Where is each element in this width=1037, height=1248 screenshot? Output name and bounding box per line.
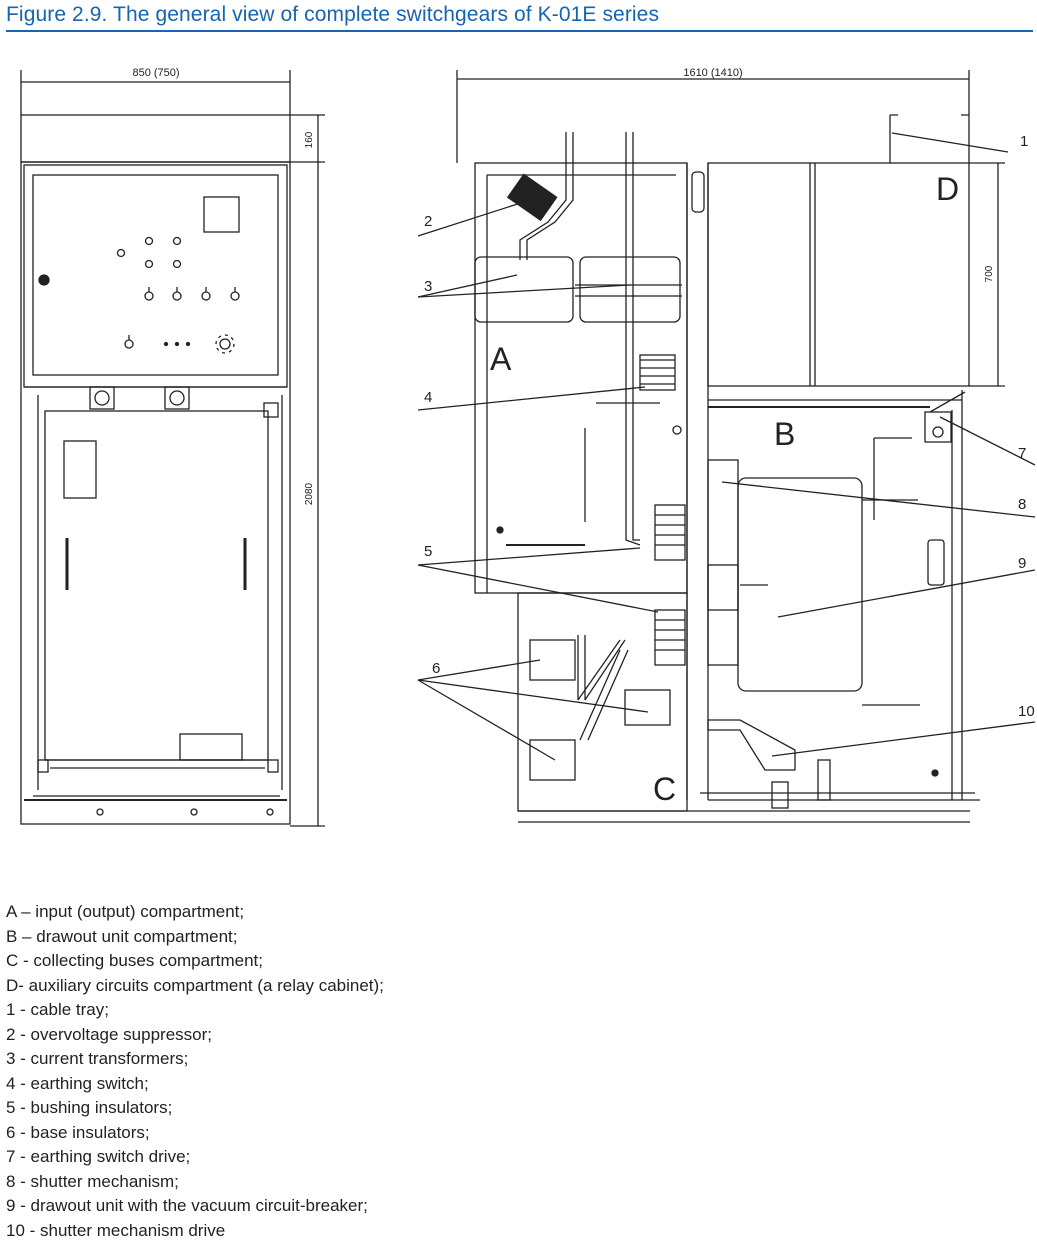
legend-item: 2 - overvoltage suppressor; [6, 1024, 212, 1044]
legend-item: 3 - current transformers; [6, 1049, 189, 1068]
front-height-dimension: 2080 [304, 482, 315, 505]
compartment-a-label: A [490, 341, 512, 377]
legend-item: 6 - base insulators; [6, 1122, 150, 1142]
compartment-c-label: C [653, 771, 676, 807]
callout-5: 5 [424, 543, 432, 560]
legend-item: 1 - cable tray; [6, 1000, 109, 1019]
side-view [417, 70, 1036, 823]
callout-9: 9 [1018, 555, 1026, 572]
front-top-dimension: 160 [304, 131, 315, 148]
legend-item: 8 - shutter mechanism; [6, 1171, 179, 1191]
compartment-d-label: D [936, 171, 959, 207]
title-underline [6, 30, 1033, 32]
callout-4: 4 [424, 389, 432, 406]
legend-item: B – drawout unit compartment; [6, 926, 238, 946]
side-width-dimension: 1610 (1410) [683, 67, 742, 79]
legend-item: 10 - shutter mechanism drive [6, 1220, 226, 1240]
legend-item: A – input (output) compartment; [6, 902, 245, 921]
legend-list: A – input (output) compartment; B – draw… [6, 900, 384, 1243]
callout-3: 3 [424, 278, 432, 295]
relay-height-dimension: 700 [984, 265, 995, 282]
legend-item: 5 - bushing insulators; [6, 1098, 173, 1117]
callout-10: 10 [1018, 703, 1035, 720]
legend-item: C - collecting buses compartment; [6, 951, 263, 970]
callout-1: 1 [1020, 133, 1028, 150]
front-view [20, 70, 325, 827]
legend-item: 7 - earthing switch drive; [6, 1147, 191, 1166]
switchgear-drawing: 850 (750) 160 2080 1610 (1410) 700 A B C… [20, 67, 1036, 827]
compartment-b-label: B [774, 416, 795, 452]
legend-item: 9 - drawout unit with the vacuum circuit… [6, 1196, 368, 1215]
figure-title: Figure 2.9. The general view of complete… [6, 3, 660, 26]
legend-item: 4 - earthing switch; [6, 1073, 149, 1093]
callout-2: 2 [424, 213, 432, 230]
callout-7: 7 [1018, 445, 1026, 462]
front-width-dimension: 850 (750) [132, 67, 179, 79]
legend-item: D- auxiliary circuits compartment (a rel… [6, 975, 384, 995]
callout-6: 6 [432, 660, 440, 677]
callout-8: 8 [1018, 496, 1026, 513]
